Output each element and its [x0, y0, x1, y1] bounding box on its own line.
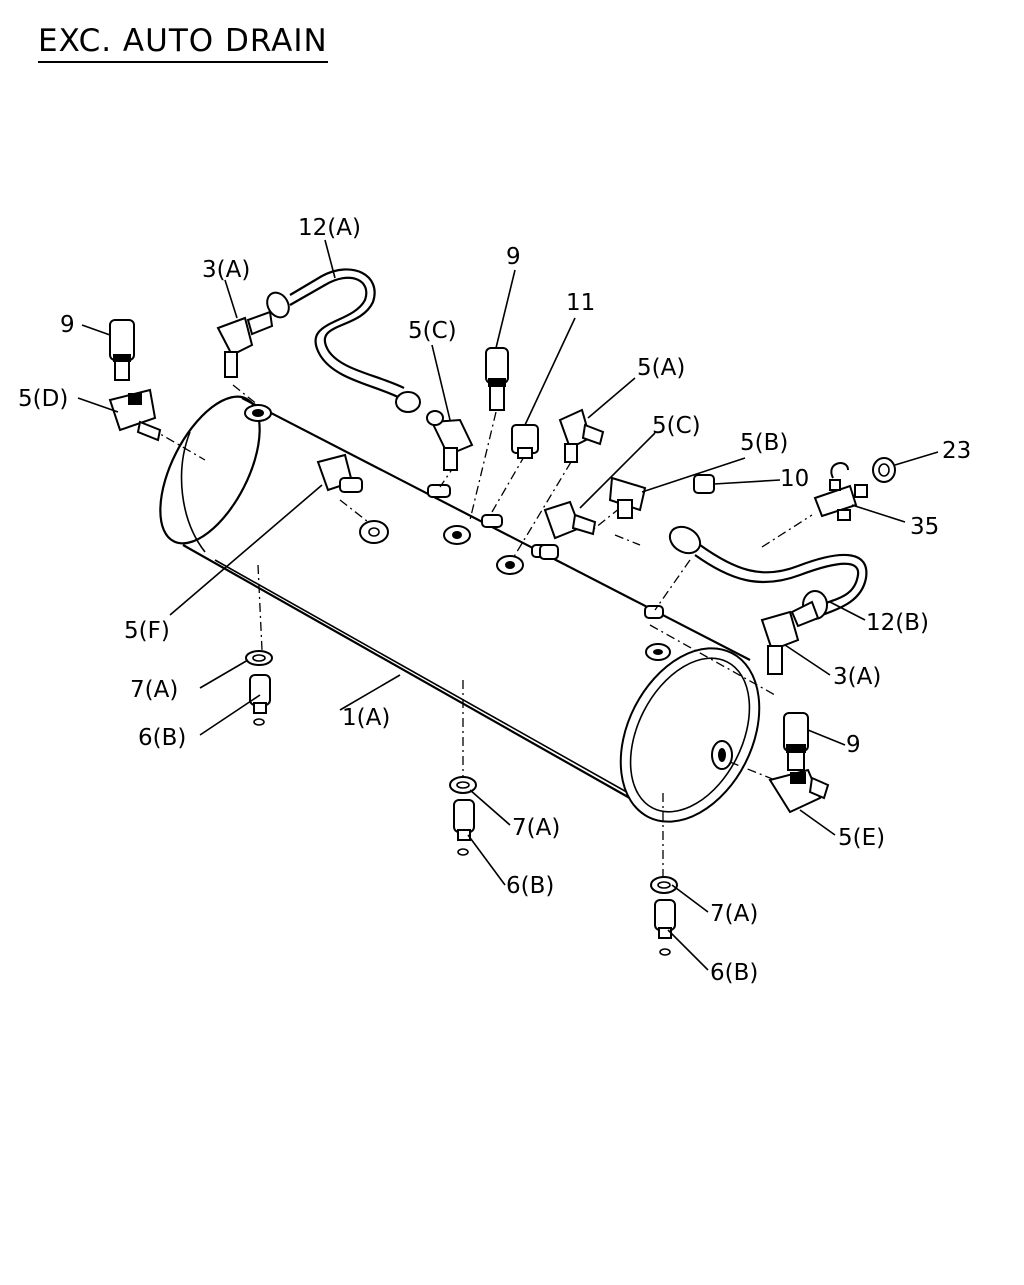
elbow-5a	[558, 408, 605, 463]
tee-5e	[768, 768, 830, 814]
drain-washer-7a-middle	[449, 776, 477, 794]
callout-labels: 12(A) 3(A) 9 5(D) 5(C) 9 11 5(A) 5(C) 5(…	[18, 215, 971, 986]
elbow-5c-upper	[426, 410, 474, 471]
label-6b-middle: 6(B)	[506, 873, 554, 899]
label-5f: 5(F)	[124, 618, 170, 644]
label-5e: 5(E)	[838, 825, 885, 851]
label-12a: 12(A)	[298, 215, 361, 241]
label-9-right: 9	[846, 732, 861, 758]
valve-9-right	[783, 712, 809, 771]
elbow-5c-lower	[539, 500, 597, 560]
label-7a-middle: 7(A)	[512, 815, 560, 841]
tee-5b	[608, 476, 647, 519]
label-35: 35	[910, 514, 939, 540]
label-10: 10	[780, 466, 809, 492]
tank-washers	[443, 525, 524, 575]
label-12b: 12(B)	[866, 610, 929, 636]
tube-12a	[266, 268, 421, 413]
valve-9-middle	[485, 347, 509, 411]
tee-5d	[108, 388, 162, 442]
diagram-title: EXC. AUTO DRAIN	[38, 22, 328, 63]
label-3a-right: 3(A)	[833, 664, 881, 690]
label-5c-upper: 5(C)	[408, 318, 457, 344]
label-5c-lower: 5(C)	[652, 413, 701, 439]
drain-cock-6b-middle	[453, 799, 475, 856]
label-5a: 5(A)	[637, 355, 685, 381]
plug-10	[693, 474, 715, 494]
label-7a-right: 7(A)	[710, 901, 758, 927]
drain-cock-6b-right	[654, 899, 676, 956]
valve-9-left	[109, 319, 135, 381]
label-1a: 1(A)	[342, 705, 390, 731]
plug-11	[511, 424, 539, 459]
drain-washer-7a-left	[245, 650, 273, 666]
washer-23	[872, 457, 896, 483]
leader-lines	[77, 239, 939, 971]
assembly-centerlines	[149, 384, 813, 878]
label-7a-left: 7(A)	[130, 677, 178, 703]
elbow-3a-right	[760, 600, 820, 675]
air-tank	[159, 395, 761, 823]
label-6b-left: 6(B)	[138, 725, 186, 751]
elbow-5f	[316, 453, 389, 544]
cock-35	[813, 462, 868, 521]
elbow-3a-top	[216, 310, 274, 378]
label-3a-top: 3(A)	[202, 257, 250, 283]
label-5d: 5(D)	[18, 386, 68, 412]
label-6b-right: 6(B)	[710, 960, 758, 986]
label-9-left: 9	[60, 312, 75, 338]
label-9-middle: 9	[506, 244, 521, 270]
label-5b: 5(B)	[740, 430, 788, 456]
drain-washer-7a-right	[650, 876, 678, 894]
label-23: 23	[942, 438, 971, 464]
label-11: 11	[566, 290, 595, 316]
tube-12b	[668, 525, 868, 620]
